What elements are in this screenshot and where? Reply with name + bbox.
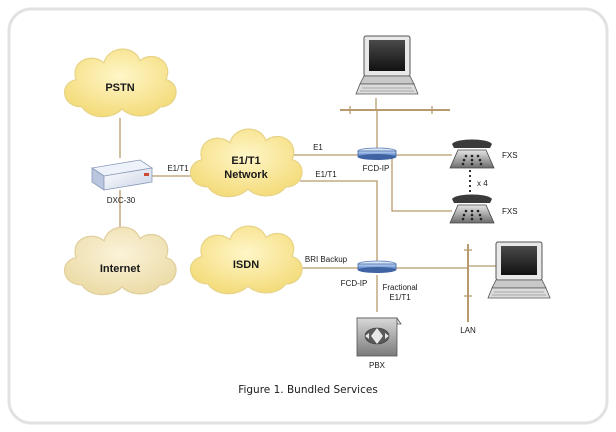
dxc-30-device (90, 159, 154, 191)
cloud-internet-label: Internet (100, 263, 141, 275)
computer-top-icon (355, 35, 419, 95)
cloud-pstn-label: PSTN (105, 82, 134, 94)
pbx-icon (356, 317, 402, 357)
dxc-label: DXC-30 (107, 196, 136, 205)
computer-lan-icon (487, 241, 551, 299)
cloud-isdn-label: ISDN (233, 259, 259, 271)
link-network-fcd-bottom (300, 180, 378, 262)
fcd-ip-top-device (357, 147, 397, 160)
lan-label: LAN (460, 326, 476, 335)
fxs-bottom-label: FXS (502, 207, 518, 216)
phone-fxs-top-icon (449, 139, 495, 169)
fcd-top-label: FCD-IP (363, 164, 390, 173)
fcd-ip-bottom-device (357, 260, 397, 273)
figure-caption: Figure 1. Bundled Services (238, 384, 378, 396)
pbx-label: PBX (369, 361, 386, 370)
link-label-fractional-1: Fractional (382, 283, 417, 292)
link-label-dxc-network: E1/T1 (167, 164, 189, 173)
link-label-e1: E1 (313, 143, 323, 152)
link-label-bri-backup: BRI Backup (305, 255, 348, 264)
cloud-network-label-2: Network (224, 169, 268, 181)
link-fcd-fxs-bottom (391, 158, 452, 212)
links (119, 98, 496, 322)
link-label-fractional-2: E1/T1 (389, 293, 411, 302)
fcd-bottom-label: FCD-IP (341, 279, 368, 288)
cloud-network-label-1: E1/T1 (231, 155, 260, 167)
link-label-e1t1: E1/T1 (315, 170, 337, 179)
frame-border (7, 7, 609, 425)
fxs-multiplier-label: x 4 (477, 179, 488, 188)
phone-fxs-bottom-icon (449, 194, 495, 224)
fxs-top-label: FXS (502, 151, 518, 160)
